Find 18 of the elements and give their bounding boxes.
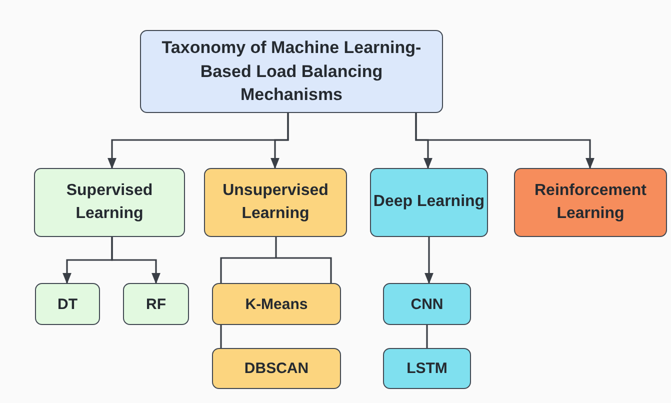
method-box: CNN <box>383 283 471 325</box>
category-box: Deep Learning <box>370 168 488 237</box>
method-box: RF <box>123 283 189 325</box>
category-box: Reinforcement Learning <box>514 168 667 237</box>
method-box: DBSCAN <box>212 348 341 389</box>
method-box: DT <box>35 283 100 325</box>
arrow <box>270 113 289 170</box>
arrow <box>111 237 160 284</box>
root-box: Taxonomy of Machine Learning-Based Load Balancing Mechanisms <box>140 30 443 113</box>
arrow <box>424 237 434 284</box>
category-box: Unsupervised Learning <box>204 168 347 237</box>
method-box: LSTM <box>383 348 471 389</box>
connector-line <box>426 325 428 348</box>
connector-line <box>220 236 332 284</box>
arrow <box>415 113 594 170</box>
method-box: K-Means <box>212 283 341 325</box>
category-box: Supervised Learning <box>34 168 185 237</box>
connector-line <box>220 325 222 348</box>
